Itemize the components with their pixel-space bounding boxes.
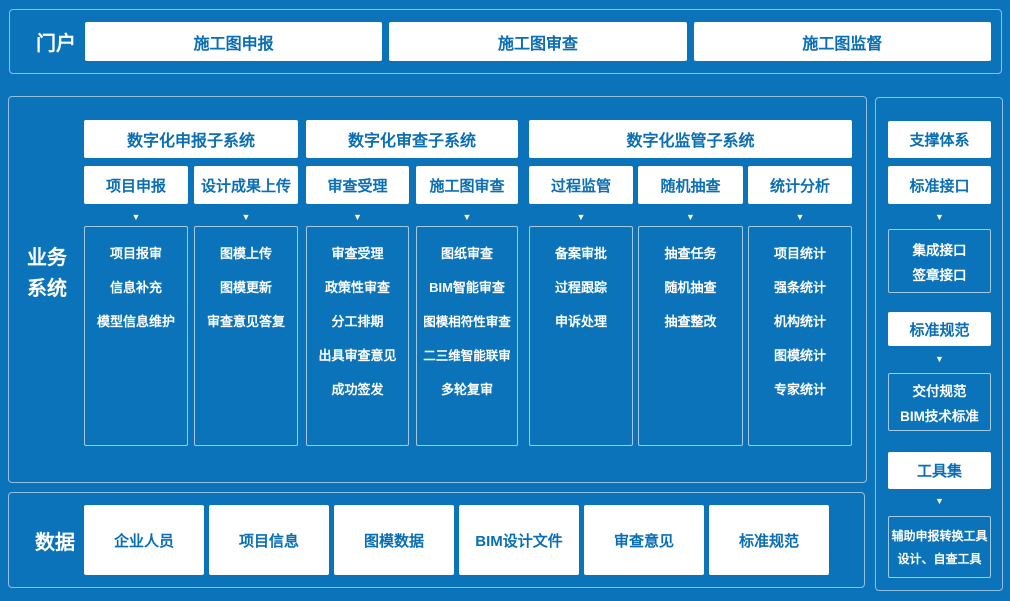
arrow-down-icon: ▼ [935, 354, 944, 364]
data-boxes: 企业人员 项目信息 图模数据 BIM设计文件 审查意见 标准规范 [84, 505, 864, 575]
column-design-deliverable-upload: 设计成果上传 ▼ 图模上传 图模更新 审查意见答复 [194, 166, 298, 446]
column-process-supervision: 过程监管 ▼ 备案审批 过程跟踪 申诉处理 [529, 166, 633, 446]
arrow-down-icon: ▼ [241, 212, 251, 222]
list-item: 政策性审查 [324, 279, 390, 295]
list-item: 项目统计 [773, 245, 826, 261]
portal-button-drawing-supervision: 施工图监督 [693, 22, 991, 61]
list-item: 模型信息维护 [96, 313, 175, 329]
group-header-supervision-subsystem: 数字化监管子系统 [529, 120, 852, 158]
list-item: BIM技术标准 [900, 408, 979, 424]
column-items-statistics-analysis: 项目统计 强条统计 机构统计 图模统计 专家统计 [748, 226, 852, 446]
arrow-down-icon: ▼ [795, 212, 805, 222]
sidebar-header-toolset: 工具集 [888, 452, 991, 489]
sidebar-box-interfaces: 集成接口 签章接口 [888, 229, 991, 293]
list-item: 图模相符性审查 [423, 314, 511, 329]
column-items-process-supervision: 备案审批 过程跟踪 申诉处理 [529, 226, 633, 446]
column-header-design-deliverable-upload: 设计成果上传 [194, 166, 298, 204]
portal-button-drawing-declaration: 施工图申报 [85, 22, 383, 61]
business-label-line1: 业务 [27, 247, 67, 269]
group-header-review-subsystem: 数字化审查子系统 [306, 120, 518, 158]
data-box-review-opinions: 审查意见 [584, 505, 704, 575]
data-box-standards: 标准规范 [709, 505, 829, 575]
list-item: 专家统计 [773, 381, 826, 397]
list-item: 信息补充 [109, 279, 162, 295]
portal-label: 门户 [36, 33, 76, 55]
portal-section: 门户 施工图申报 施工图审查 施工图监督 [9, 9, 1002, 74]
data-box-drawing-model-data: 图模数据 [334, 505, 454, 575]
column-header-drawing-review: 施工图审查 [416, 166, 518, 204]
data-box-project-info: 项目信息 [209, 505, 329, 575]
list-item: 多轮复审 [440, 381, 493, 397]
arrow-down-icon: ▼ [576, 212, 586, 222]
list-item: 抽查任务 [664, 245, 717, 261]
arrow-down-icon: ▼ [935, 496, 944, 506]
sidebar-box-specifications: 交付规范 BIM技术标准 [888, 373, 991, 431]
arrow-down-icon: ▼ [131, 212, 141, 222]
column-statistics-analysis: 统计分析 ▼ 项目统计 强条统计 机构统计 图模统计 专家统计 [748, 166, 852, 446]
sidebar-title-support-system: 支撑体系 [888, 121, 991, 158]
list-item: 机构统计 [773, 313, 826, 329]
list-item: 成功签发 [331, 381, 384, 397]
column-review-acceptance: 审查受理 ▼ 审查受理 政策性审查 分工排期 出具审查意见 成功签发 [306, 166, 409, 446]
arrow-down-icon: ▼ [686, 212, 695, 222]
business-label: 业务 系统 [27, 243, 85, 305]
list-item: 出具审查意见 [318, 347, 397, 363]
business-section: 业务 系统 数字化申报子系统 数字化审查子系统 数字化监管子系统 项目申报 ▼ … [8, 96, 867, 483]
list-item: 申诉处理 [554, 313, 607, 329]
column-drawing-review: 施工图审查 ▼ 图纸审查 BIM智能审查 图模相符性审查 二三维智能联审 多轮复… [416, 166, 518, 446]
column-project-declaration: 项目申报 ▼ 项目报审 信息补充 模型信息维护 [84, 166, 188, 446]
column-items-drawing-review: 图纸审查 BIM智能审查 图模相符性审查 二三维智能联审 多轮复审 [416, 226, 518, 446]
arrow-down-icon: ▼ [935, 212, 944, 222]
sidebar-box-tools: 辅助申报转换工具 设计、自查工具 [888, 516, 991, 578]
data-label: 数据 [35, 531, 75, 554]
list-item: 图模统计 [773, 347, 826, 363]
column-header-project-declaration: 项目申报 [84, 166, 188, 204]
business-label-line2: 系统 [27, 278, 67, 300]
list-item: 强条统计 [773, 279, 826, 295]
data-box-enterprise-personnel: 企业人员 [84, 505, 204, 575]
list-item: 交付规范 [912, 383, 967, 399]
list-item: 二三维智能联审 [423, 348, 511, 363]
list-item: 集成接口 [912, 242, 967, 258]
portal-buttons: 施工图申报 施工图审查 施工图监督 [85, 22, 1001, 61]
list-item: 备案审批 [554, 245, 607, 261]
group-header-declaration-subsystem: 数字化申报子系统 [84, 120, 298, 158]
list-item: 审查受理 [331, 245, 384, 261]
arrow-down-icon: ▼ [353, 212, 362, 222]
list-item: 分工排期 [331, 313, 384, 329]
sidebar-header-standard-interface: 标准接口 [888, 166, 991, 204]
data-section: 数据 企业人员 项目信息 图模数据 BIM设计文件 审查意见 标准规范 [8, 492, 865, 588]
list-item: 辅助申报转换工具 [891, 529, 988, 543]
list-item: 图纸审查 [440, 245, 493, 261]
column-header-random-inspection: 随机抽查 [638, 166, 743, 204]
column-items-project-declaration: 项目报审 信息补充 模型信息维护 [84, 226, 188, 446]
portal-button-drawing-review: 施工图审查 [389, 22, 687, 61]
arrow-down-icon: ▼ [462, 212, 472, 222]
list-item: 抽查整改 [664, 313, 717, 329]
column-random-inspection: 随机抽查 ▼ 抽查任务 随机抽查 抽查整改 [638, 166, 743, 446]
list-item: 图模上传 [219, 245, 272, 261]
list-item: 过程跟踪 [554, 279, 607, 295]
column-header-statistics-analysis: 统计分析 [748, 166, 852, 204]
list-item: 设计、自查工具 [897, 552, 982, 566]
support-sidebar: 支撑体系 标准接口 ▼ 集成接口 签章接口 标准规范 ▼ 交付规范 BIM技术标… [875, 97, 1003, 591]
column-items-review-acceptance: 审查受理 政策性审查 分工排期 出具审查意见 成功签发 [306, 226, 409, 446]
column-items-random-inspection: 抽查任务 随机抽查 抽查整改 [638, 226, 743, 446]
list-item: 签章接口 [912, 267, 967, 283]
list-item: 随机抽查 [664, 279, 717, 295]
column-items-design-deliverable-upload: 图模上传 图模更新 审查意见答复 [194, 226, 298, 446]
data-box-bim-design-files: BIM设计文件 [459, 505, 579, 575]
column-header-review-acceptance: 审查受理 [306, 166, 409, 204]
sidebar-header-standard-spec: 标准规范 [888, 312, 991, 346]
list-item: BIM智能审查 [429, 279, 505, 295]
list-item: 项目报审 [109, 245, 162, 261]
list-item: 审查意见答复 [206, 313, 285, 329]
column-header-process-supervision: 过程监管 [529, 166, 633, 204]
list-item: 图模更新 [219, 279, 272, 295]
